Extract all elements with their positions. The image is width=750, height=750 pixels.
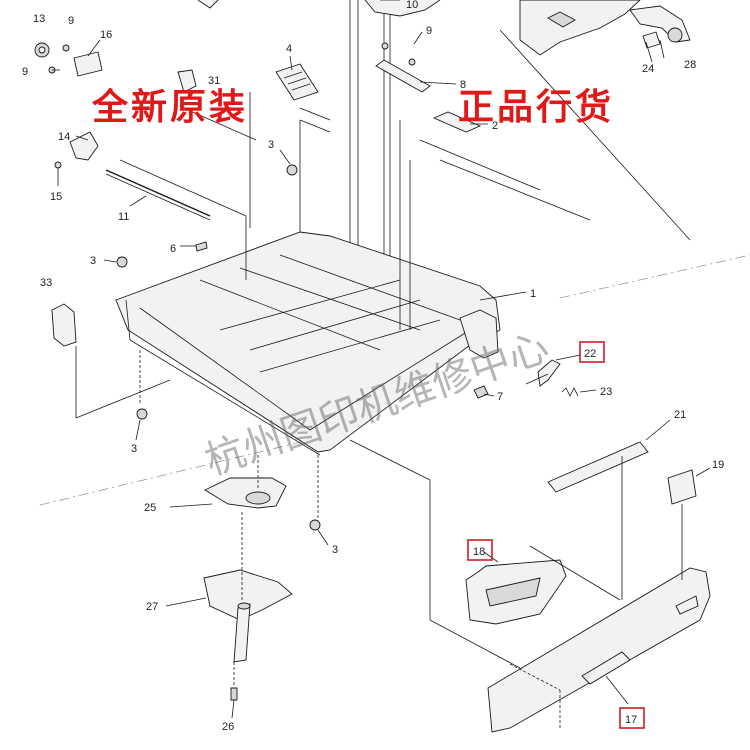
callout-26: 26 [222, 721, 234, 733]
callout-8: 8 [460, 79, 466, 91]
highlight-box-17 [619, 707, 645, 729]
guide-lines [75, 29, 691, 728]
part-4-label [275, 63, 319, 101]
callout-13: 13 [33, 13, 45, 25]
callout-33: 33 [40, 277, 52, 289]
part-19-label [667, 469, 697, 505]
callout-18: 18 [473, 546, 485, 558]
banner-right: 正品行货 [458, 86, 615, 128]
highlight-box-18 [467, 539, 493, 561]
part-2-plate [432, 111, 482, 133]
callout-15: 15 [50, 191, 62, 203]
part-8-bar [375, 59, 431, 93]
callout-21: 21 [674, 409, 686, 421]
part-9-screws [48, 42, 416, 74]
callout-1: 1 [530, 288, 536, 300]
callout-11: 11 [118, 211, 129, 223]
callout-24: 24 [642, 63, 654, 75]
part-21-strip [547, 441, 649, 493]
part-15-screw [54, 161, 62, 169]
highlight-box-22 [579, 341, 605, 363]
part-10-bracket [197, 0, 441, 17]
part-18-bracket [465, 559, 567, 625]
callout-3-upper: 3 [268, 139, 274, 151]
callout-3-lower: 3 [131, 443, 137, 455]
callout-16: 16 [100, 29, 112, 41]
callout-6: 6 [170, 243, 176, 255]
part-22-lever [525, 359, 561, 387]
part-11-shaft [105, 169, 211, 221]
callout-3-left: 3 [90, 255, 96, 267]
callout-leaders [52, 0, 711, 719]
callout-25: 25 [144, 502, 156, 514]
part-17-front-panel [487, 567, 711, 733]
part-26-screw [230, 687, 238, 701]
callout-9-right: 9 [426, 25, 432, 37]
alignment-axis-lower [39, 434, 331, 506]
callout-4: 4 [286, 43, 292, 55]
part-27-plate [203, 569, 293, 663]
callout-19: 19 [712, 459, 724, 471]
callout-28: 28 [684, 59, 696, 71]
alignment-axis-upper [559, 254, 750, 299]
callout-31: 31 [208, 75, 220, 87]
part-7-clip [473, 385, 489, 399]
callout-3-bottom: 3 [332, 544, 338, 556]
part-33-bracket [51, 303, 77, 347]
banner-left: 全新原装 [92, 86, 249, 128]
part-23-spring [561, 387, 579, 397]
part-3-rollers [116, 164, 321, 531]
part-14-bracket [69, 131, 99, 161]
part-24-28-assembly [519, 0, 691, 56]
callout-9-top-left: 9 [68, 15, 74, 27]
callout-27: 27 [146, 601, 158, 613]
callout-9-left: 9 [22, 66, 28, 78]
callout-2: 2 [492, 120, 498, 132]
callout-23: 23 [600, 386, 612, 398]
part-31-bracket [177, 69, 197, 93]
part-1-tray [115, 231, 501, 456]
part-25-cam [204, 477, 287, 509]
callout-10: 10 [406, 0, 418, 11]
callout-14: 14 [58, 131, 70, 143]
callout-22: 22 [584, 348, 596, 360]
callout-7: 7 [497, 391, 503, 403]
callout-17: 17 [625, 714, 637, 726]
part-13-gear [34, 42, 50, 58]
part-6-pin [195, 241, 208, 252]
callout-labels: 13 9 16 9 4 31 10 9 8 2 24 28 14 3 15 11… [22, 0, 724, 733]
